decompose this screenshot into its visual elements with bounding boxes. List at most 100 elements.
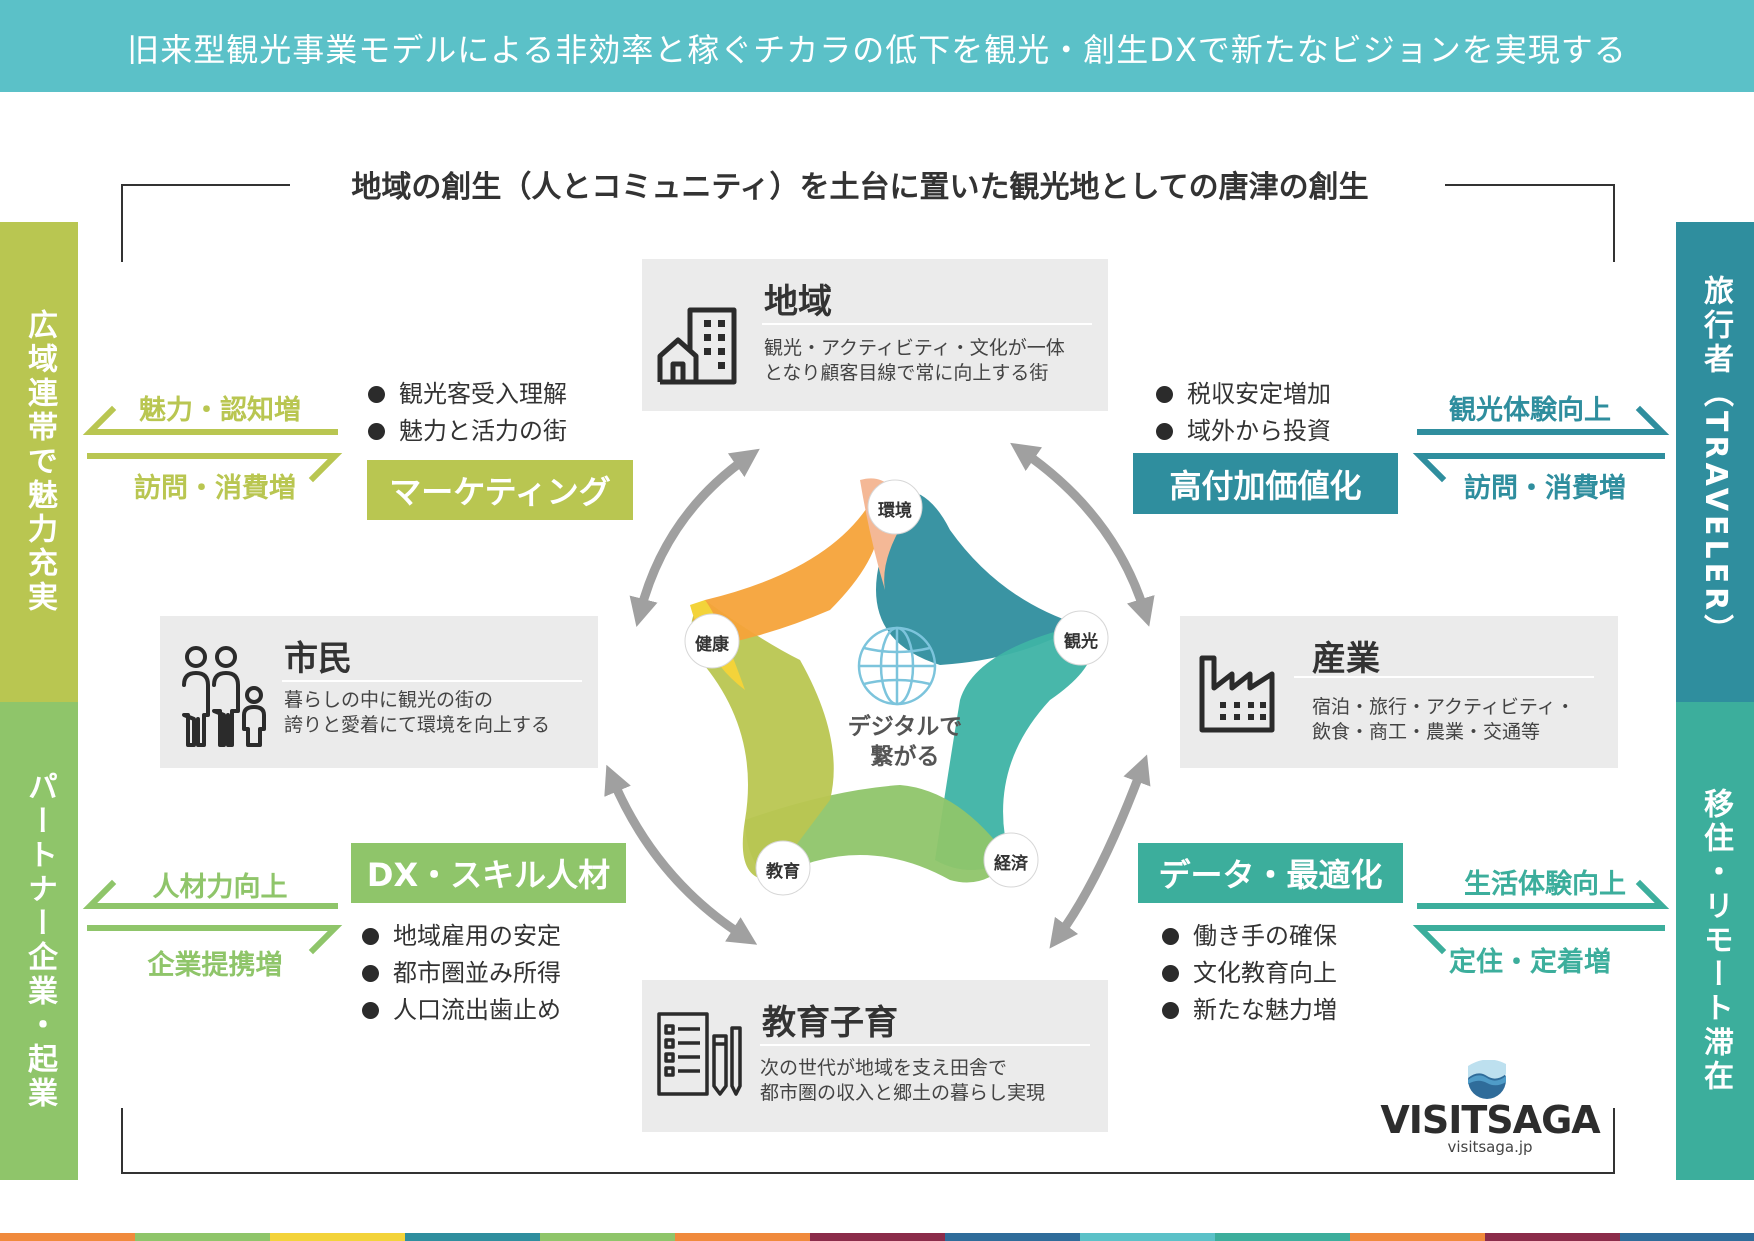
cycle-arrow-top-right: [1010, 442, 1155, 627]
bullet-dot: [368, 423, 385, 440]
card-education-title: 教育子育: [762, 1003, 898, 1043]
star-node-education: [755, 840, 811, 896]
card-region-divider: [762, 323, 1092, 325]
visitsaga-url: visitsaga.jp: [1447, 1138, 1533, 1156]
arrow-label-left-top-lower: 訪問・消費増: [134, 473, 296, 504]
arrow-label-left-bottom-lower: 企業提携増: [147, 950, 283, 981]
footer-stripe-2: [135, 1233, 270, 1241]
label-dx-skill: DX・スキル人材: [351, 843, 626, 903]
bullet-dot: [1156, 423, 1173, 440]
globe-icon: [857, 626, 937, 706]
card-region: 地域 観光・アクティビティ・文化が一体 となり顧客目線で常に向上する街: [642, 259, 1108, 411]
card-industry-desc-2: 飲食・商工・農業・交通等: [1312, 721, 1541, 743]
factory-icon: [1199, 655, 1275, 733]
arrow-right-top: [1412, 405, 1670, 483]
bullet-item: 文化教育向上: [1162, 955, 1337, 992]
footer-stripe-7: [810, 1233, 945, 1241]
node-label-education: 教育: [766, 862, 800, 882]
bullet-dot: [368, 386, 385, 403]
arrow-label-right-bottom-lower: 定住・定着増: [1449, 947, 1611, 978]
bullet-dot: [362, 1002, 379, 1019]
node-label-economy: 経済: [994, 854, 1028, 874]
center-text-line-1: デジタルで: [847, 714, 963, 740]
bullets-data-opt: 働き手の確保 文化教育向上 新たな魅力増: [1162, 918, 1337, 1029]
bullet-dot: [362, 965, 379, 982]
visitsaga-logo-icon: [1468, 1060, 1506, 1099]
bullet-item: 魅力と活力の街: [368, 413, 567, 450]
card-education-divider: [760, 1044, 1090, 1046]
side-bar-left-top-text: 広域連帯で魅力充実: [22, 309, 57, 615]
center-text: デジタルで 繋がる: [820, 712, 990, 772]
footer-stripe-12: [1485, 1233, 1620, 1241]
side-bar-right-bottom: 移住・リモート滞在: [1676, 702, 1754, 1180]
footer-stripe-13: [1620, 1233, 1754, 1241]
card-education-desc-2: 都市圏の収入と郷土の暮らし実現: [760, 1082, 1046, 1104]
bullet-item: 税収安定増加: [1156, 376, 1331, 413]
top-banner: [0, 0, 1754, 92]
arrow-label-left-top-upper: 魅力・認知増: [139, 395, 301, 426]
arrow-right-bottom: [1412, 879, 1670, 955]
card-region-title: 地域: [764, 282, 832, 322]
arrow-left-bottom: [82, 879, 343, 955]
star-node-economy: [983, 832, 1039, 888]
side-bar-left-top: 広域連帯で魅力充実: [0, 222, 78, 702]
bullets-high-value: 税収安定増加 域外から投資: [1156, 376, 1331, 450]
footer-stripe-5: [540, 1233, 675, 1241]
node-label-health: 健康: [695, 635, 729, 655]
visitsaga-logo-text: VISITSAGA: [1380, 1098, 1600, 1142]
card-industry-desc-1: 宿泊・旅行・アクティビティ・: [1312, 696, 1575, 718]
star-band-economy: [935, 625, 1093, 870]
arrow-label-left-bottom-upper: 人材力向上: [152, 872, 288, 903]
arrow-label-right-top-upper: 観光体験向上: [1449, 395, 1611, 426]
bullet-dot: [1156, 386, 1173, 403]
footer-stripe-8: [945, 1233, 1080, 1241]
banner-text: 旧来型観光事業モデルによる非効率と稼ぐチカラの低下を観光・創生DXで新たなビジョ…: [127, 31, 1627, 69]
side-bar-left-bottom: パートナー企業・起業: [0, 702, 78, 1180]
checklist-icon: [657, 1012, 742, 1096]
bullet-item: 人口流出歯止め: [362, 992, 561, 1029]
star-band-tourism: [872, 490, 1080, 665]
label-marketing: マーケティング: [367, 460, 633, 520]
cycle-arrow-bottom-right: [1049, 754, 1151, 949]
bullet-item: 域外から投資: [1156, 413, 1331, 450]
bullet-item: 新たな魅力増: [1162, 992, 1337, 1029]
star-node-environment: [867, 479, 923, 535]
family-icon: [182, 646, 266, 747]
bullet-item: 観光客受入理解: [368, 376, 567, 413]
footer-stripe-9: [1080, 1233, 1215, 1241]
main-title: 地域の創生（人とコミュニティ）を土台に置いた観光地としての唐津の創生: [351, 170, 1369, 205]
label-data-opt: データ・最適化: [1138, 843, 1403, 903]
card-education-desc-1: 次の世代が地域を支え田舎で: [760, 1057, 1008, 1079]
footer-stripe-6: [675, 1233, 810, 1241]
node-label-environment: 環境: [878, 501, 912, 521]
footer-stripe-3: [270, 1233, 405, 1241]
card-education: 教育子育 次の世代が地域を支え田舎で 都市圏の収入と郷土の暮らし実現: [642, 980, 1108, 1132]
side-bar-right-top: 旅行者（TRAVELER）: [1676, 222, 1754, 702]
card-region-desc-2: となり顧客目線で常に向上する街: [764, 362, 1049, 384]
cycle-arrow-bottom-left: [604, 764, 758, 945]
bullet-item: 地域雇用の安定: [362, 918, 561, 955]
label-high-value: 高付加価値化: [1133, 453, 1398, 514]
star-band-environment: [690, 488, 880, 650]
bullets-dx-skill: 地域雇用の安定 都市圏並み所得 人口流出歯止め: [362, 918, 561, 1029]
star-node-health: [684, 613, 740, 669]
footer-stripe-4: [405, 1233, 540, 1241]
card-citizen-divider: [282, 680, 582, 682]
side-bar-left-bottom-text: パートナー企業・起業: [22, 771, 57, 1111]
node-label-tourism: 観光: [1064, 632, 1098, 652]
bullet-dot: [1162, 965, 1179, 982]
bullet-dot: [1162, 928, 1179, 945]
card-region-desc-1: 観光・アクティビティ・文化が一体: [764, 337, 1065, 359]
arrow-left-top: [82, 405, 343, 483]
card-citizen-title: 市民: [284, 639, 352, 679]
bullet-item: 働き手の確保: [1162, 918, 1337, 955]
card-citizen: 市民 暮らしの中に観光の街の 誇りと愛着にて環境を向上する: [160, 616, 598, 768]
center-text-line-2: 繋がる: [870, 744, 940, 770]
bullet-item: 都市圏並み所得: [362, 955, 561, 992]
building-icon: [657, 307, 737, 385]
card-citizen-desc-2: 誇りと愛着にて環境を向上する: [284, 714, 551, 736]
footer-stripe-11: [1350, 1233, 1485, 1241]
arrow-label-right-top-lower: 訪問・消費増: [1464, 473, 1626, 504]
